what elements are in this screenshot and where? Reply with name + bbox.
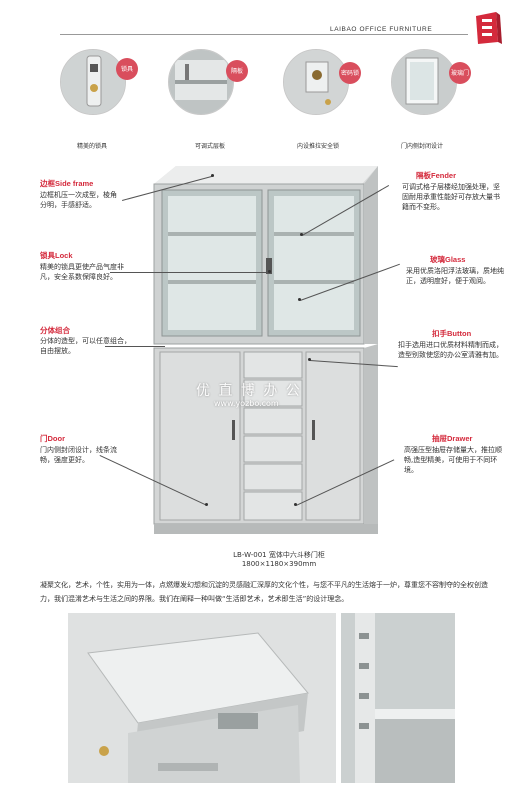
callout-lock-title: 锁具Lock — [40, 251, 73, 260]
callout-drawer-desc: 高强压型抽屉存储量大，推拉顺畅,造型精美，可使用于不同环境。 — [404, 446, 502, 474]
callout-button-desc: 扣手选用进口优质材料精制而成，造型别致使您的办公室清雅有加。 — [398, 341, 503, 359]
callout-fender-dot — [300, 233, 303, 236]
watermark-url: www.yozbo.com — [214, 399, 279, 408]
callout-frame-dot — [211, 174, 214, 177]
callout-fender-title: 隔板Fender — [416, 171, 457, 180]
callout-door-desc: 门内侧封闭设计，线条流畅，强度更好。 — [40, 446, 117, 464]
feature-caption-glass-door: 门内侧封闭设计 — [400, 143, 443, 150]
callout-drawer-dot — [294, 503, 297, 506]
feature-caption-combination-lock: 内设推拉安全锁 — [296, 143, 339, 150]
cabinet-illustration — [153, 166, 378, 534]
callout-frame-desc: 边框机压一次成型，棱角分明，手感舒适。 — [40, 191, 117, 209]
callout-frame-title: 边框Side frame — [40, 179, 94, 188]
callout-combo-desc: 分体的造型，可以任意组合，自由摆放。 — [40, 337, 131, 355]
brand-logo-icon — [476, 12, 502, 44]
header-rule — [60, 34, 468, 35]
callout-drawer-title: 抽屉Drawer — [432, 434, 473, 443]
feature-glass-door-photo — [391, 49, 457, 115]
callout-door-dot — [205, 503, 208, 506]
model-size: 1800×1180×390mm — [241, 560, 317, 568]
description-paragraph: 凝聚文化，艺术，个性，实用为一体，点燃爆发幻想和沉淀的灵感融汇深厚的文化个性，与… — [40, 581, 488, 603]
callout-glass-title: 玻璃Glass — [430, 255, 466, 264]
callout-button-title: 扣手Button — [432, 329, 472, 338]
shelf-detail-photo — [341, 613, 455, 783]
feature-badge-lock: 锁具 — [116, 58, 138, 80]
callout-lock-dot — [268, 270, 271, 273]
callout-glass-desc: 采用优质洛阳浮法玻璃，质地纯正，透明度好，便于观阅。 — [406, 267, 504, 285]
callout-combo-title: 分体组合 — [40, 326, 70, 335]
callout-lock-leader — [110, 272, 270, 273]
callout-door-title: 门Door — [40, 434, 65, 443]
callout-combo-leader — [105, 346, 165, 347]
callout-glass-dot — [298, 298, 301, 301]
brand-name: LAIBAO OFFICE FURNITURE — [330, 26, 433, 33]
feature-caption-lock: 精美的锁具 — [76, 143, 107, 150]
watermark-text: 优 直 博 办 公 — [196, 383, 302, 399]
feature-badge-shelf: 隔板 — [226, 60, 248, 82]
feature-shelf-photo — [168, 49, 234, 115]
feature-caption-shelf: 可调式层板 — [194, 143, 225, 150]
feature-badge-glass-door: 玻璃门 — [449, 62, 471, 84]
callout-button-dot — [308, 358, 311, 361]
feature-combination-lock-photo — [283, 49, 349, 115]
callout-fender-desc: 可调式格子层楼经加强处理，坚固耐用承重性能好可存放大量书籍而不变形。 — [402, 183, 500, 211]
feature-lock-photo — [60, 49, 126, 115]
model-name: LB-W-001 宽体中六斗移门柜 — [233, 551, 325, 559]
model-info: LB-W-001 宽体中六斗移门柜 1800×1180×390mm — [204, 551, 354, 569]
feature-badge-combination-lock: 密码锁 — [339, 62, 361, 84]
drawer-detail-photo — [68, 613, 336, 783]
callout-lock-desc: 精美的锁具更使产品气度非凡，安全系数保障良好。 — [40, 263, 124, 281]
